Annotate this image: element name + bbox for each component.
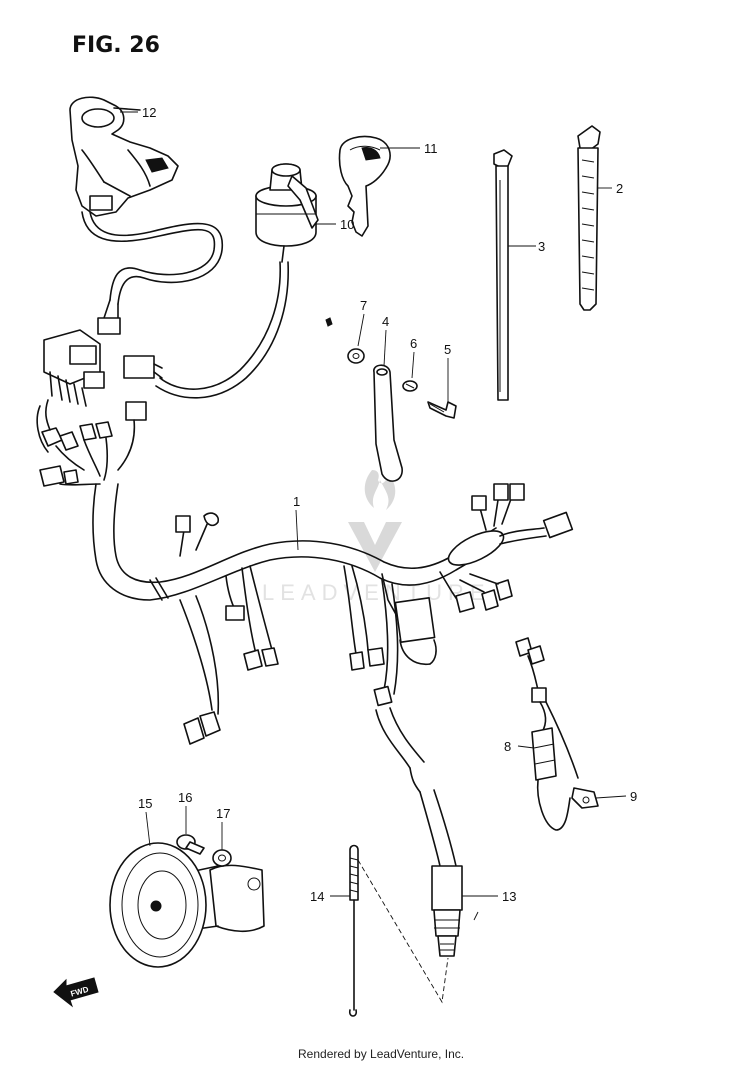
callout-16: 16 bbox=[178, 790, 192, 805]
harness-connectors bbox=[36, 299, 163, 487]
callout-4: 4 bbox=[382, 314, 389, 329]
callout-5: 5 bbox=[444, 342, 451, 357]
callout-11: 11 bbox=[424, 141, 438, 156]
bolt-part bbox=[427, 401, 457, 419]
callout-numbers: 1 2 3 4 5 6 7 8 9 10 11 12 13 14 15 16 1… bbox=[138, 105, 637, 904]
watermark: LEADVENTURE bbox=[262, 470, 491, 605]
callout-6: 6 bbox=[410, 336, 417, 351]
callout-8: 8 bbox=[504, 739, 511, 754]
leader-lines bbox=[120, 111, 627, 921]
horn-washer-part bbox=[212, 849, 232, 867]
callout-3: 3 bbox=[538, 239, 545, 254]
flat-washer-part bbox=[347, 348, 365, 364]
cable-tie-long-part bbox=[493, 149, 513, 401]
callout-17: 17 bbox=[216, 806, 230, 821]
horn-bolt-part bbox=[176, 834, 205, 855]
assembly-dash-line bbox=[357, 859, 449, 1004]
fwd-arrow-icon: FWD bbox=[53, 977, 99, 1008]
footer-credit: Rendered by LeadVenture, Inc. bbox=[298, 1047, 464, 1061]
callout-7: 7 bbox=[360, 298, 367, 313]
callout-9: 9 bbox=[630, 789, 637, 804]
spring-pin-part bbox=[348, 844, 359, 1017]
sensor-switch-part bbox=[419, 789, 463, 957]
watermark-text: LEADVENTURE bbox=[262, 580, 491, 605]
small-clip-mark bbox=[325, 317, 333, 327]
figure-title: FIG. 26 bbox=[72, 33, 160, 58]
cable-tie-band-part bbox=[577, 125, 601, 311]
callout-13: 13 bbox=[502, 889, 516, 904]
callout-10: 10 bbox=[340, 217, 354, 232]
callout-2: 2 bbox=[616, 181, 623, 196]
wire-clamp-part bbox=[373, 364, 403, 482]
lock-washer-part bbox=[402, 380, 418, 392]
ignition-switch-part bbox=[255, 163, 319, 263]
callout-1: 1 bbox=[293, 494, 300, 509]
callout-14: 14 bbox=[310, 889, 324, 904]
horn-part bbox=[109, 842, 265, 968]
handlebar-switch-part bbox=[69, 96, 179, 217]
main-wiring-harness-part bbox=[92, 483, 574, 793]
ignition-key-part bbox=[338, 135, 391, 237]
callout-12: 12 bbox=[142, 105, 156, 120]
fuse-holder-part bbox=[515, 637, 599, 831]
callout-15: 15 bbox=[138, 796, 152, 811]
